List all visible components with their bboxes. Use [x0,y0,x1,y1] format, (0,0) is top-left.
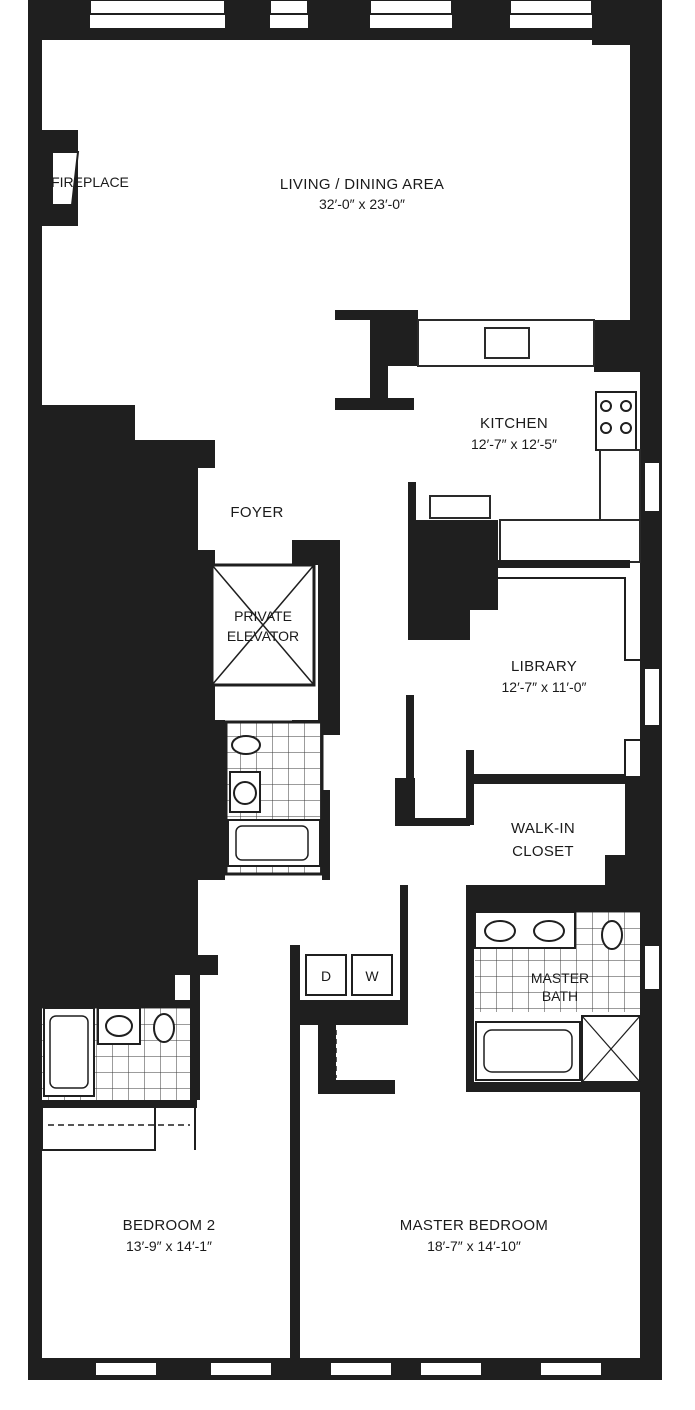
kitchen-walls [335,310,641,640]
closet-label-line1: WALK-IN [511,820,575,837]
living-dining-dims: 32′-0″ x 23′-0″ [319,196,405,212]
closet-label-line2: CLOSET [512,843,574,860]
elevator-label-line1: PRIVATE [234,608,292,624]
library-label: LIBRARY [511,658,577,675]
library-dims: 12′-7″ x 11′-0″ [502,679,587,695]
master-bedroom-label: MASTER BEDROOM [400,1217,548,1234]
fireplace-label: FIREPLACE [51,174,129,190]
laundry [290,885,408,1360]
master-bath-label-line2: BATH [542,988,578,1004]
washer-label: W [365,968,379,984]
living-dining-label: LIVING / DINING AREA [280,176,444,193]
master-bath-label-line1: MASTER [531,970,589,986]
foyer-label: FOYER [230,504,283,521]
master-bath [466,885,641,1092]
library-walls [395,560,640,826]
bedroom2-bath [41,975,200,1151]
dryer-label: D [321,968,331,984]
kitchen-dims: 12′-7″ x 12′-5″ [471,436,557,452]
master-bedroom-dims: 18′-7″ x 14′-10″ [427,1238,521,1254]
bedroom2-label: BEDROOM 2 [123,1217,216,1234]
building-core [28,405,225,1000]
elevator-label-line2: ELEVATOR [227,628,299,644]
bedroom2-dims: 13′-9″ x 14′-1″ [126,1238,212,1254]
exterior-walls [28,0,662,1380]
room-labels: FIREPLACE LIVING / DINING AREA 32′-0″ x … [51,174,589,1254]
walk-in-closet [466,776,640,912]
elevator-shaft [210,540,340,735]
guest-bath [224,720,330,880]
kitchen-label: KITCHEN [480,415,548,432]
